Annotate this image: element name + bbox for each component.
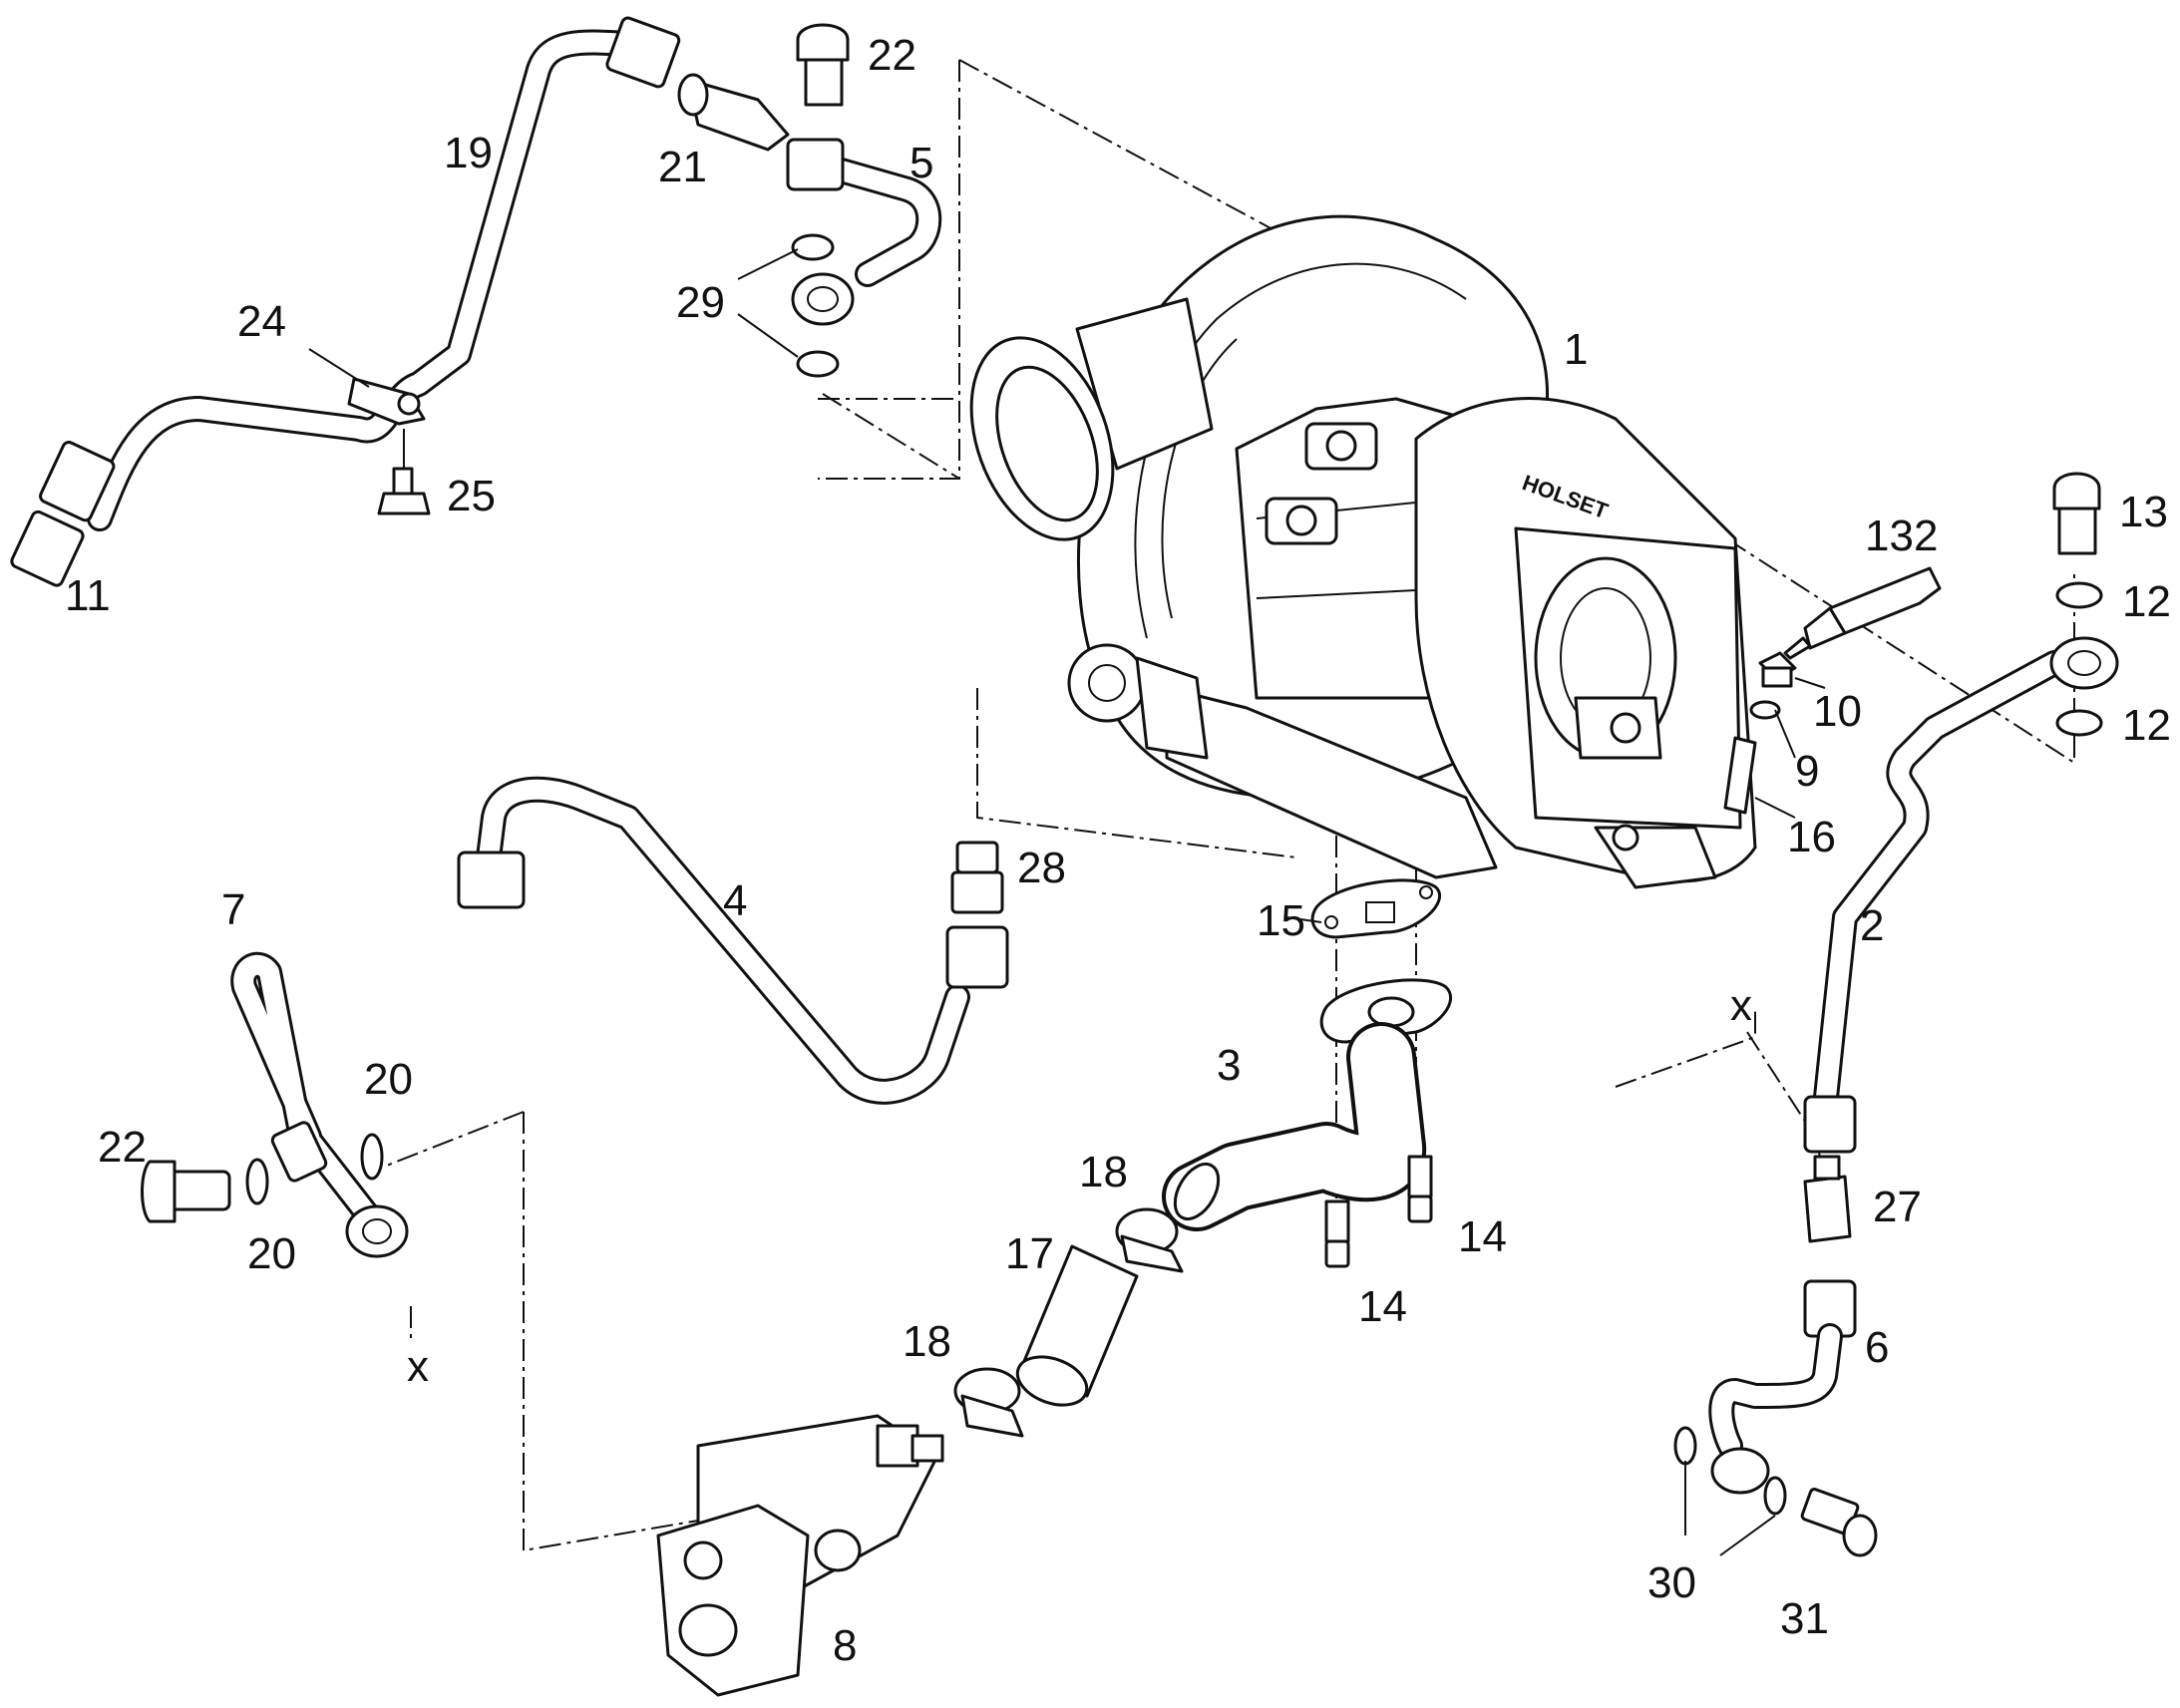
callout-24: 24 [237, 297, 286, 346]
stud-16 [1723, 736, 1757, 815]
callout-22-top: 22 [868, 31, 916, 80]
callout-31: 31 [1780, 1594, 1829, 1643]
callout-14-left: 14 [1358, 1282, 1407, 1331]
callout-12-upper: 12 [2122, 577, 2171, 626]
washers-20 [245, 1133, 384, 1205]
callout-7: 7 [221, 885, 245, 934]
callout-14-right: 14 [1458, 1212, 1507, 1261]
callout-132: 132 [1865, 512, 1938, 560]
callout-x-left: x [407, 1342, 429, 1391]
callout-labels: 1 2 3 4 5 6 7 8 9 10 11 12 12 13 14 14 1… [65, 31, 2171, 1670]
oil-line-4 [457, 776, 1009, 1105]
callout-22-lower: 22 [98, 1123, 147, 1172]
adapter-21 [677, 73, 790, 152]
turbocharger-body: HOLSET [969, 214, 1757, 889]
drain-pipe-3 [1162, 978, 1453, 1231]
oil-line-6 [1708, 1279, 1857, 1495]
oil-line-19 [10, 16, 681, 587]
union-28 [950, 841, 1004, 914]
hose-17 [1015, 1244, 1139, 1407]
callout-28: 28 [1017, 844, 1066, 892]
callout-20-upper: 20 [364, 1055, 413, 1104]
callout-19: 19 [444, 129, 493, 177]
hose-clamp-18-lower [953, 1367, 1024, 1438]
sealant-tube-132 [1783, 566, 1942, 660]
callout-6: 6 [1865, 1323, 1889, 1372]
banjo-bolt-13 [2052, 472, 2101, 555]
callout-16: 16 [1787, 813, 1836, 861]
oil-line-2 [1803, 636, 2119, 1154]
callout-9: 9 [1795, 747, 1819, 796]
callout-25: 25 [447, 472, 496, 520]
callout-21: 21 [658, 143, 707, 191]
banjo-line-5 [786, 138, 942, 378]
callout-17: 17 [1005, 1229, 1054, 1278]
banjo-bolt-22-lower [141, 1160, 231, 1223]
callout-11: 11 [65, 571, 111, 620]
bolts-14 [1324, 1155, 1433, 1268]
callout-13: 13 [2119, 488, 2168, 536]
callout-3: 3 [1217, 1041, 1241, 1090]
callout-30: 30 [1647, 1558, 1696, 1607]
valve-block-8 [656, 1414, 944, 1697]
callout-12-lower: 12 [2122, 701, 2171, 750]
callout-8: 8 [833, 1621, 857, 1670]
adapter-27 [1803, 1155, 1852, 1243]
washer-9 [1749, 700, 1781, 720]
oil-line-7 [230, 951, 409, 1258]
callout-20-lower: 20 [247, 1229, 296, 1278]
callout-10: 10 [1813, 687, 1862, 736]
banjo-bolt-31 [1800, 1488, 1878, 1557]
callout-1: 1 [1564, 325, 1588, 374]
banjo-bolt-22-top [796, 23, 850, 107]
callout-2: 2 [1860, 901, 1884, 950]
callout-x-right: x [1730, 981, 1752, 1030]
callout-29: 29 [676, 278, 725, 327]
callout-18-upper: 18 [1079, 1148, 1128, 1196]
washers-12 [2055, 581, 2103, 737]
callout-27: 27 [1873, 1183, 1922, 1231]
gasket-15 [1310, 878, 1441, 939]
callout-5: 5 [909, 139, 933, 187]
callout-15: 15 [1257, 896, 1305, 945]
callout-4: 4 [723, 876, 747, 925]
hose-clamp-18-upper [1115, 1207, 1184, 1273]
nut-10 [1758, 651, 1797, 688]
callout-18-lower: 18 [903, 1317, 951, 1366]
leader-lines [308, 248, 1826, 1556]
